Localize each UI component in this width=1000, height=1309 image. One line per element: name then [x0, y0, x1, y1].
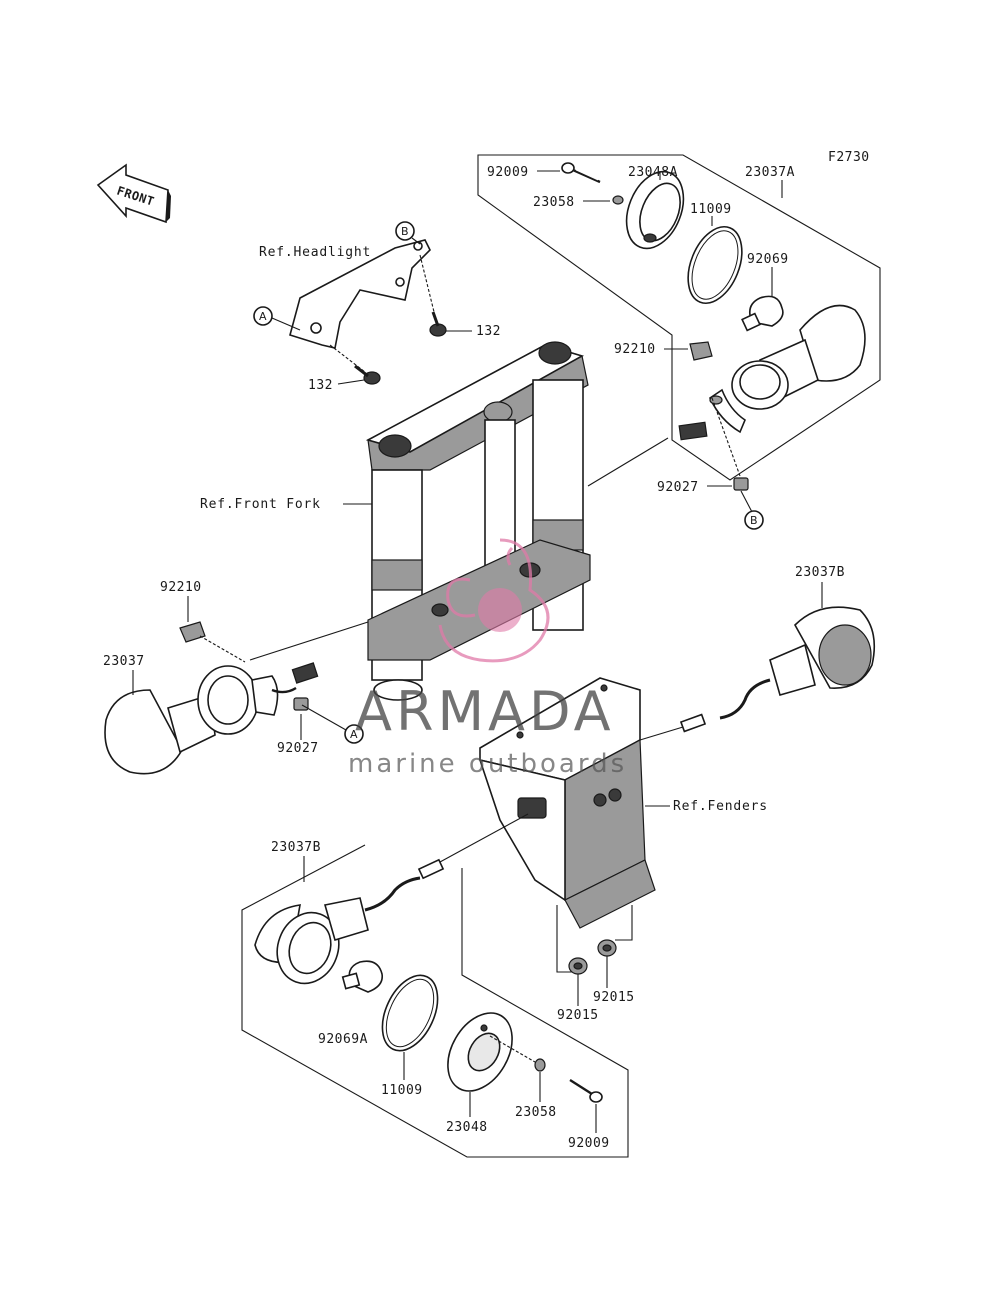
label-92069: 92069 [747, 252, 789, 267]
marker-a-top [253, 306, 273, 326]
gasket-11009-top [687, 226, 743, 304]
label-23037B-right: 23037B [795, 565, 845, 580]
label-92009-top: 92009 [487, 165, 529, 180]
label-92009-bottom: 92009 [568, 1136, 610, 1151]
ref-front-fork: Ref.Front Fork [200, 497, 321, 512]
label-11009-bottom: 11009 [381, 1083, 423, 1098]
grommet-23058-top [612, 195, 624, 205]
headlight-bracket [289, 239, 431, 349]
label-23048: 23048 [446, 1120, 488, 1135]
label-23037: 23037 [103, 654, 145, 669]
label-132-left: 132 [308, 378, 333, 393]
screw-92009-top [561, 162, 601, 184]
marker-a-top-text: A [259, 310, 267, 323]
assembly-box-upper [477, 154, 881, 481]
nut-92210-right [689, 341, 713, 361]
label-92015-b: 92015 [557, 1008, 599, 1023]
assembly-box-lower [241, 844, 629, 1158]
spacer-92027-right [711, 397, 749, 491]
gasket-11009-bottom [381, 974, 439, 1052]
bulb-92069A [341, 960, 384, 993]
marker-a-lower-text: A [350, 728, 358, 741]
turn-signal-left [104, 662, 319, 775]
label-23037A: 23037A [745, 165, 795, 180]
label-23048A: 23048A [628, 165, 678, 180]
label-92069A: 92069A [318, 1032, 368, 1047]
front-fork-assembly [365, 341, 591, 701]
label-23058-top: 23058 [533, 195, 575, 210]
label-23058-bottom: 23058 [515, 1105, 557, 1120]
lens-23048 [447, 1012, 513, 1092]
turn-signal-lower [254, 858, 445, 985]
marker-b-lower [744, 510, 764, 530]
label-92015-a: 92015 [593, 990, 635, 1005]
marker-b-top-text: B [401, 225, 409, 238]
label-92210-right: 92210 [614, 342, 656, 357]
watermark-logo-icon [438, 538, 550, 663]
label-92210-left: 92210 [160, 580, 202, 595]
fender-bracket [478, 677, 656, 929]
watermark-tagline: marine outboards [348, 749, 627, 779]
turn-signal-right-rear [679, 606, 876, 733]
label-11009-top: 11009 [690, 202, 732, 217]
marker-b-lower-text: B [750, 514, 758, 527]
spacer-92027-left [293, 697, 309, 711]
front-arrow-icon: FRONT [96, 163, 171, 224]
ref-headlight: Ref.Headlight [259, 245, 371, 260]
bulb-92069 [741, 295, 784, 332]
nut-92210-left [179, 621, 246, 663]
screw-92009-bottom [569, 1078, 603, 1103]
label-23037B-lower: 23037B [271, 840, 321, 855]
bolt-132-right [419, 254, 447, 337]
nut-92015-b [597, 939, 617, 957]
watermark-brand: ARMADA [355, 680, 615, 743]
ref-fenders: Ref.Fenders [673, 799, 768, 814]
label-92027-left: 92027 [277, 741, 319, 756]
grommet-23058-bottom [534, 1058, 546, 1072]
marker-a-lower [344, 724, 364, 744]
turn-signal-upper-right [678, 304, 866, 441]
watermark: ARMADA marine outboards [348, 538, 627, 779]
figure-code: F2730 [828, 150, 870, 165]
marker-b-top [395, 221, 415, 241]
bolt-132-left [329, 344, 381, 385]
label-132-right: 132 [476, 324, 501, 339]
nut-92015-a [568, 957, 588, 975]
lens-23048A [625, 170, 685, 250]
label-92027-right: 92027 [657, 480, 699, 495]
